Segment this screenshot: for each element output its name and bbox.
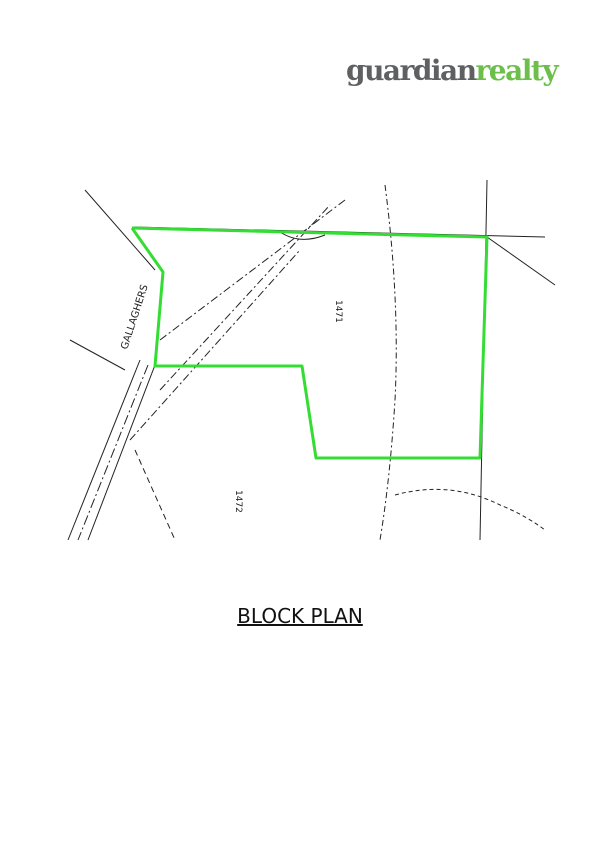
page-title: BLOCK PLAN bbox=[237, 604, 363, 628]
guardian-realty-logo: guardianrealty bbox=[346, 54, 559, 87]
logo-text-realty: realty bbox=[475, 54, 559, 87]
lot-boundary bbox=[130, 226, 489, 460]
logo-text-guardian: guardian bbox=[346, 54, 477, 87]
lot-number-adjacent: 1472 bbox=[233, 490, 243, 513]
lot-number-main: 1471 bbox=[333, 300, 343, 323]
road-label: GALLAGHERS bbox=[119, 283, 150, 351]
block-plan-drawing: GALLAGHERS 1471 1472 bbox=[67, 179, 556, 541]
